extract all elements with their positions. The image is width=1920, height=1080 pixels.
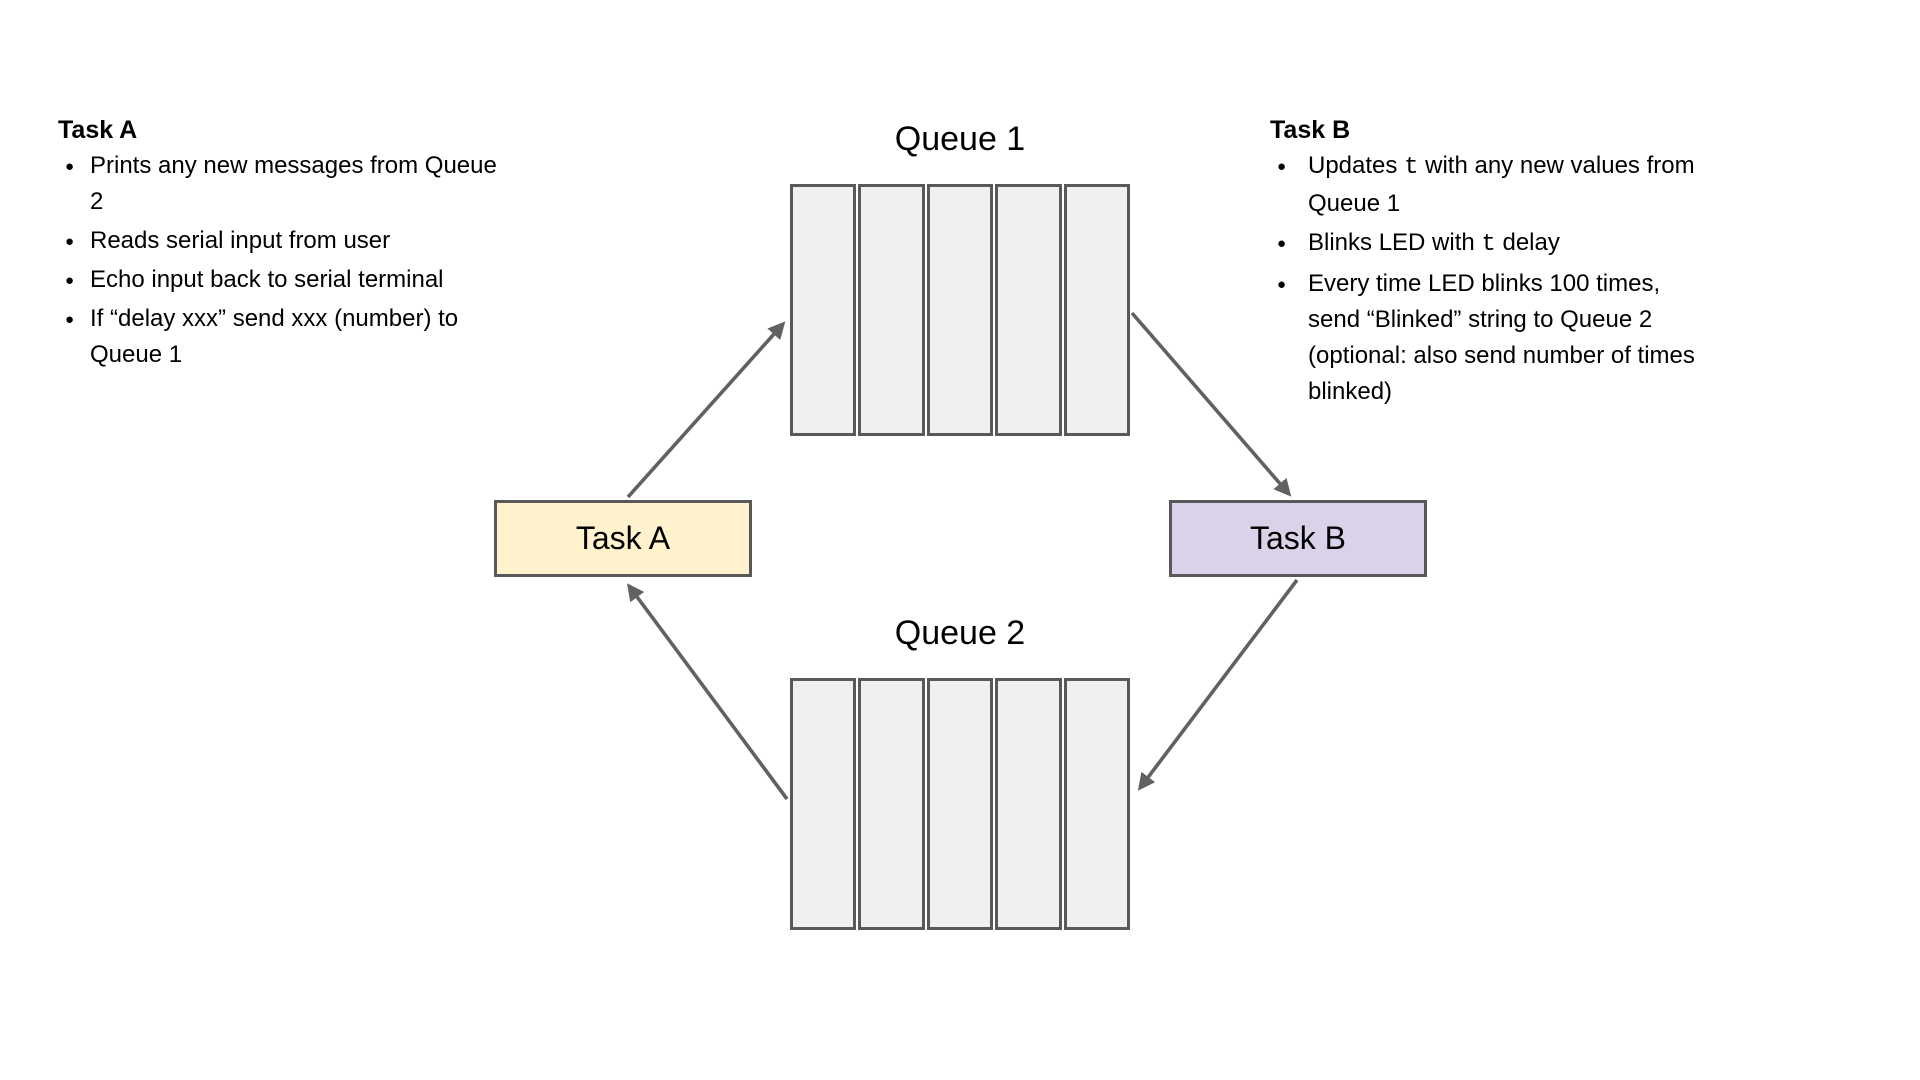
bullet-item: Blinks LED with t delay <box>1270 225 1770 263</box>
bullet-text: Queue 1 <box>90 341 183 368</box>
task-a-notes: Task A Prints any new messages from Queu… <box>58 112 570 376</box>
bullet-text: Echo input back to serial terminal <box>90 266 444 293</box>
task-b-shape-label: Task B <box>1249 520 1347 556</box>
queue-1-box <box>790 184 1131 436</box>
arrow-task-a-to-queue-1 <box>626 321 786 499</box>
queue-slot <box>790 678 857 930</box>
bullet-text: Prints any new messages from Queue <box>90 152 497 179</box>
bullet-text: Reads serial input from user <box>90 227 391 254</box>
arrow-queue-1-to-task-b <box>1130 311 1292 497</box>
queue-slot <box>995 678 1062 930</box>
bullet-text: Every time LED blinks 100 times, <box>1308 270 1661 297</box>
queue-2-title: Queue 2 <box>894 614 1026 652</box>
bullet-text: Blinks LED with <box>1308 229 1482 256</box>
queue-1-title: Queue 1 <box>894 120 1026 158</box>
bullet-item: Echo input back to serial terminal <box>58 262 570 299</box>
bullet-item: Reads serial input from user <box>58 223 570 260</box>
bullet-text: blinked) <box>1308 378 1393 405</box>
bullet-text: with any new values from <box>1418 152 1695 179</box>
queue-slot <box>995 184 1062 436</box>
queue-slot <box>790 184 857 436</box>
task-a-bullet-list: Prints any new messages from Queue 2Reads… <box>58 148 570 373</box>
task-b-notes-title: Task B <box>1270 116 1351 144</box>
bullet-text: If “delay xxx” send xxx (number) to <box>90 305 459 332</box>
task-a-shape-label: Task A <box>575 520 671 556</box>
inline-code: t <box>1404 154 1419 181</box>
queue-slot <box>858 184 925 436</box>
bullet-text: 2 <box>90 188 104 215</box>
bullet-text: Updates <box>1308 152 1405 179</box>
queue-slot <box>926 678 994 930</box>
inline-code: t <box>1481 231 1496 258</box>
bullet-item: Updates t with any new values fromQueue … <box>1270 148 1770 222</box>
queue-slot <box>1063 678 1131 930</box>
task-b-shape: Task B <box>1169 500 1427 577</box>
queue-slot <box>1063 184 1131 436</box>
bullet-item: If “delay xxx” send xxx (number) to Queue… <box>58 301 570 373</box>
arrow-task-b-to-queue-2 <box>1137 578 1299 791</box>
queue-2-box <box>790 678 1131 930</box>
bullet-text: send “Blinked” string to Queue 2 <box>1308 306 1653 333</box>
task-a-notes-title: Task A <box>58 116 138 144</box>
bullet-text: (optional: also send number of times <box>1308 342 1695 369</box>
task-b-bullet-list: Updates t with any new values fromQueue … <box>1270 148 1770 410</box>
task-b-notes: Task B Updates t with any new values fro… <box>1270 112 1770 413</box>
queue-slot <box>926 184 994 436</box>
queue-slot <box>858 678 925 930</box>
task-a-shape: Task A <box>494 500 752 577</box>
bullet-text: delay <box>1495 229 1560 256</box>
bullet-text: Queue 1 <box>1308 190 1401 217</box>
bullet-item: Every time LED blinks 100 times, send “Bl… <box>1270 266 1770 410</box>
arrow-queue-2-to-task-a <box>626 583 789 801</box>
bullet-item: Prints any new messages from Queue 2 <box>58 148 570 220</box>
